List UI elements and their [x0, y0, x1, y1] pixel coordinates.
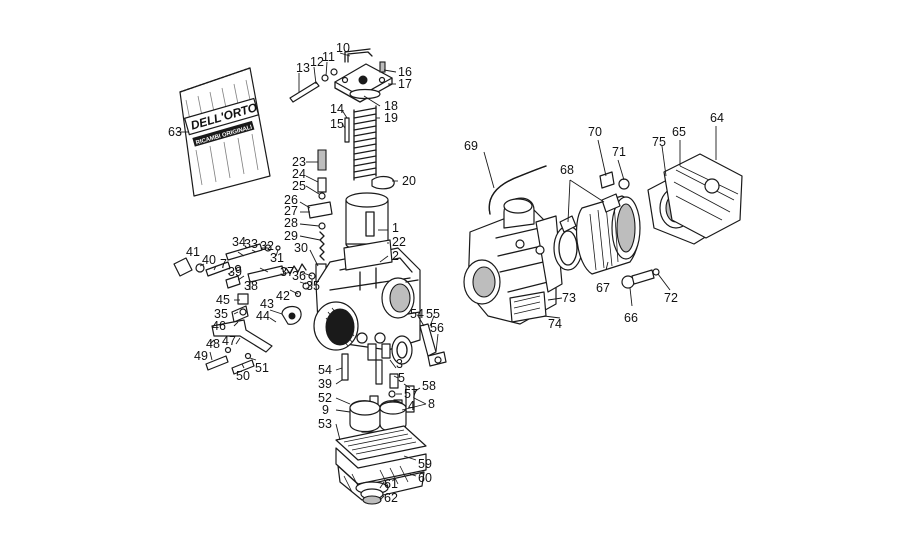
- callout-48: 48: [206, 337, 220, 351]
- callout-1: 1: [392, 221, 399, 235]
- callout-54: 54: [410, 307, 424, 321]
- callout-8: 8: [428, 397, 435, 411]
- callout-15: 15: [330, 117, 344, 131]
- callout-60: 60: [418, 471, 432, 485]
- callout-4: 4: [408, 399, 415, 413]
- callout-28: 28: [284, 216, 298, 230]
- callout-39: 39: [318, 377, 332, 391]
- callout-70: 70: [588, 125, 602, 139]
- callout-40: 40: [202, 253, 216, 267]
- callout-44: 44: [256, 309, 270, 323]
- callout-12: 12: [310, 55, 324, 69]
- callout-51: 51: [255, 361, 269, 375]
- callout-43: 43: [260, 297, 274, 311]
- callout-14: 14: [330, 102, 344, 116]
- intake-manifold-flange: [647, 153, 743, 245]
- callout-30: 30: [294, 241, 308, 255]
- callout-17: 17: [398, 77, 412, 91]
- callout-23: 23: [292, 155, 306, 169]
- callout-35: 35: [306, 279, 320, 293]
- float-bowl: [335, 425, 427, 505]
- callout-3: 3: [396, 357, 403, 371]
- callout-42: 42: [276, 289, 290, 303]
- right-side-jets: [391, 323, 447, 367]
- callout-13: 13: [296, 61, 310, 75]
- callout-67: 67: [596, 281, 610, 295]
- callout-18: 18: [384, 99, 398, 113]
- callout-49: 49: [194, 349, 208, 363]
- callout-52: 52: [318, 391, 332, 405]
- callout-7: 7: [220, 257, 227, 271]
- callout-9: 9: [322, 403, 329, 417]
- intake-rubber-sleeve: [575, 193, 641, 275]
- callout-54: 54: [318, 363, 332, 377]
- callout-55: 55: [426, 307, 440, 321]
- manifold-bolts: [599, 171, 660, 289]
- callout-32: 32: [260, 239, 274, 253]
- assembled-carburetor: [463, 197, 563, 325]
- callout-53: 53: [318, 417, 332, 431]
- callout-35: 35: [214, 307, 228, 321]
- carburetor-body: [313, 239, 421, 361]
- callout-34: 34: [232, 235, 246, 249]
- callout-62: 62: [384, 491, 398, 505]
- callout-36: 36: [292, 269, 306, 283]
- callout-50: 50: [236, 369, 250, 383]
- callout-2: 2: [392, 249, 399, 263]
- callout-57: 57: [404, 387, 418, 401]
- callout-5: 5: [398, 371, 405, 385]
- callout-63: 63: [168, 125, 182, 139]
- spare-parts-kit-bag: DELL'ORTO RICAMBI ORIGINALI: [179, 67, 271, 197]
- callout-24: 24: [292, 167, 306, 181]
- callout-29: 29: [284, 229, 298, 243]
- callout-39: 39: [228, 265, 242, 279]
- callout-19: 19: [384, 111, 398, 125]
- callout-10: 10: [336, 41, 350, 55]
- callout-22: 22: [392, 235, 406, 249]
- callout-26: 26: [284, 193, 298, 207]
- callout-31: 31: [270, 251, 284, 265]
- callout-20: 20: [402, 174, 416, 188]
- needle-jet-column: [307, 149, 333, 283]
- callout-59: 59: [418, 457, 432, 471]
- callout-labels: 1234578910111213141516171819202223242526…: [168, 41, 724, 505]
- callout-75: 75: [652, 135, 666, 149]
- callout-68: 68: [560, 163, 574, 177]
- callout-66: 66: [624, 311, 638, 325]
- float-jets: [341, 353, 415, 433]
- callout-11: 11: [322, 50, 335, 64]
- callout-45: 45: [216, 293, 230, 307]
- callout-41: 41: [186, 245, 200, 259]
- callout-69: 69: [464, 139, 478, 153]
- callout-64: 64: [710, 111, 724, 125]
- callout-47: 47: [222, 334, 236, 348]
- callout-38: 38: [244, 279, 258, 293]
- top-cover-assembly: [289, 48, 393, 103]
- callout-61: 61: [384, 477, 398, 491]
- throttle-slide: [345, 192, 389, 251]
- callout-25: 25: [292, 179, 306, 193]
- callout-56: 56: [430, 321, 444, 335]
- callout-74: 74: [548, 317, 562, 331]
- callout-73: 73: [562, 291, 576, 305]
- callout-58: 58: [422, 379, 436, 393]
- callout-33: 33: [244, 237, 258, 251]
- choke-lever-assembly: [205, 293, 302, 375]
- callout-72: 72: [664, 291, 678, 305]
- callout-16: 16: [398, 65, 412, 79]
- callout-65: 65: [672, 125, 686, 139]
- callout-71: 71: [612, 145, 626, 159]
- callout-27: 27: [284, 204, 298, 218]
- callout-37: 37: [280, 265, 294, 279]
- leader-lines: [177, 52, 717, 501]
- hose-clamp: [553, 215, 583, 271]
- callout-46: 46: [212, 319, 226, 333]
